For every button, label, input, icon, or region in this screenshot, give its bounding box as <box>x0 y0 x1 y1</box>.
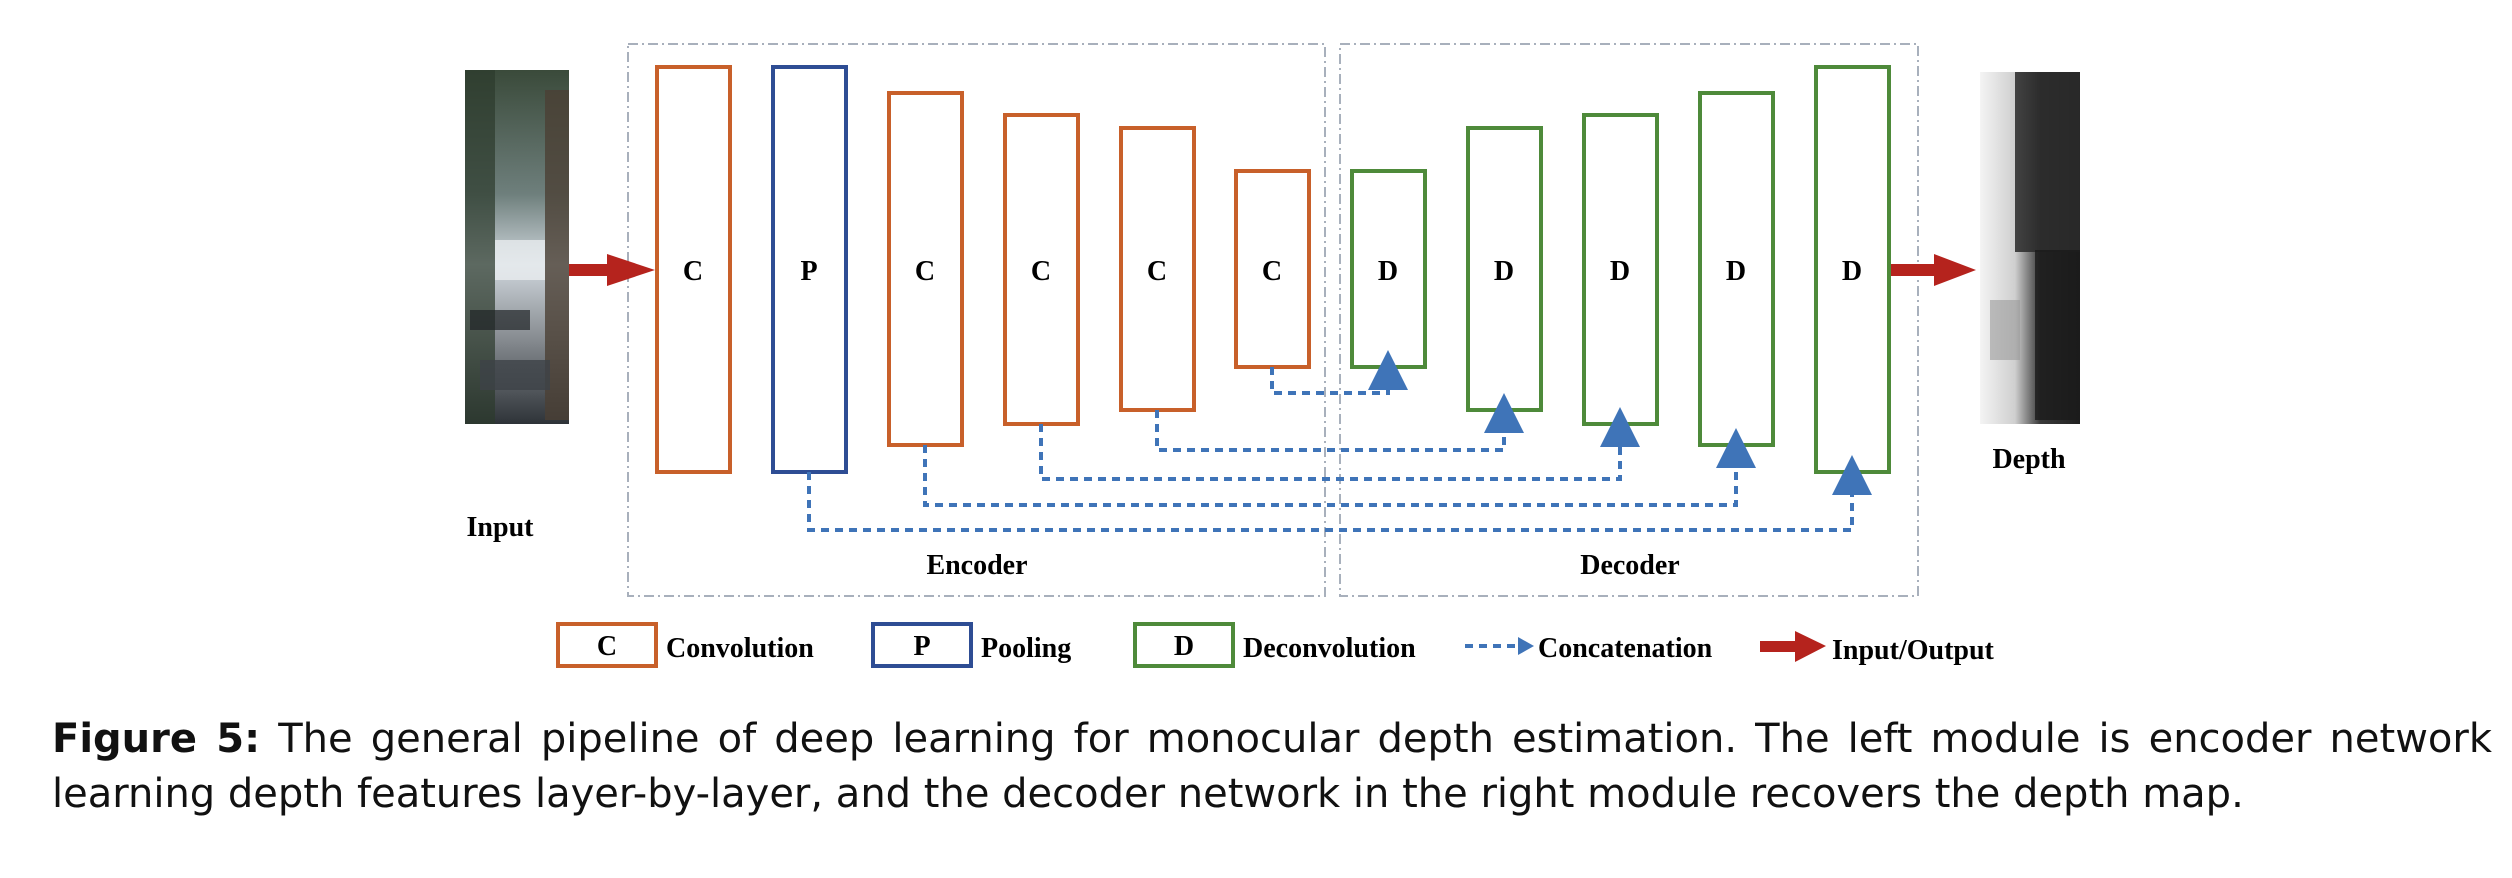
legend-convolution-label: Convolution <box>666 633 814 664</box>
legend-deconvolution-letter: D <box>1174 631 1194 662</box>
encoder-block-1-letter: C <box>683 256 703 287</box>
legend-pooling: P Pooling <box>871 622 1071 668</box>
legend-concatenation: Concatenation <box>1465 633 1713 664</box>
encoder-module <box>627 43 1326 597</box>
legend-convolution: C Convolution <box>556 622 814 668</box>
encoder-label: Encoder <box>926 550 1027 581</box>
encoder-block-5-letter: C <box>1147 256 1167 287</box>
depth-label: Depth <box>1992 444 2066 475</box>
decoder-block-1-letter: D <box>1378 256 1398 287</box>
legend-input-output: Input/Output <box>1760 631 1995 666</box>
skip-connection-5 <box>807 455 1872 532</box>
input-arrow <box>569 254 655 286</box>
decoder-module <box>1339 43 1919 597</box>
encoder-block-3: C <box>887 91 964 447</box>
encoder-block-1: C <box>655 65 732 474</box>
decoder-block-5: D <box>1814 65 1891 474</box>
decoder-block-4: D <box>1698 91 1775 447</box>
skip-connection-3 <box>1039 407 1640 481</box>
encoder-block-3-letter: C <box>915 256 935 287</box>
skip-connection-4 <box>923 428 1756 507</box>
legend-pooling-letter: P <box>913 631 930 662</box>
encoder-block-6: C <box>1234 169 1311 369</box>
encoder-block-6-letter: C <box>1262 256 1282 287</box>
decoder-block-2-letter: D <box>1494 256 1514 287</box>
decoder-block-5-letter: D <box>1842 256 1862 287</box>
depth-image <box>1980 72 2080 424</box>
legend-deconvolution: D Deconvolution <box>1133 622 1416 668</box>
skip-connection-2 <box>1155 393 1524 452</box>
encoder-block-2-letter: P <box>800 256 817 287</box>
caption-label: Figure 5: <box>52 716 261 762</box>
legend-pooling-label: Pooling <box>981 633 1071 664</box>
legend: C Convolution P Pooling D Deconvolution … <box>556 622 1995 668</box>
output-arrow <box>1888 254 1976 286</box>
encoder-block-2: P <box>771 65 848 474</box>
decoder-block-2: D <box>1466 126 1543 412</box>
decoder-label: Decoder <box>1580 550 1680 581</box>
decoder-block-4-letter: D <box>1726 256 1746 287</box>
input-image <box>465 70 569 424</box>
legend-input-output-label: Input/Output <box>1832 635 1995 666</box>
skip-connection-1 <box>1270 350 1408 395</box>
decoder-block-3-letter: D <box>1610 256 1630 287</box>
encoder-block-4: C <box>1003 113 1080 426</box>
caption-text: The general pipeline of deep learning fo… <box>52 716 2492 817</box>
input-label: Input <box>467 512 535 543</box>
legend-concatenation-label: Concatenation <box>1538 633 1713 664</box>
legend-deconvolution-label: Deconvolution <box>1243 633 1416 664</box>
decoder-block-1: D <box>1350 169 1427 369</box>
legend-convolution-letter: C <box>597 631 617 662</box>
figure-caption: Figure 5: The general pipeline of deep l… <box>52 712 2492 822</box>
decoder-block-3: D <box>1582 113 1659 426</box>
encoder-block-5: C <box>1119 126 1196 412</box>
encoder-block-4-letter: C <box>1031 256 1051 287</box>
